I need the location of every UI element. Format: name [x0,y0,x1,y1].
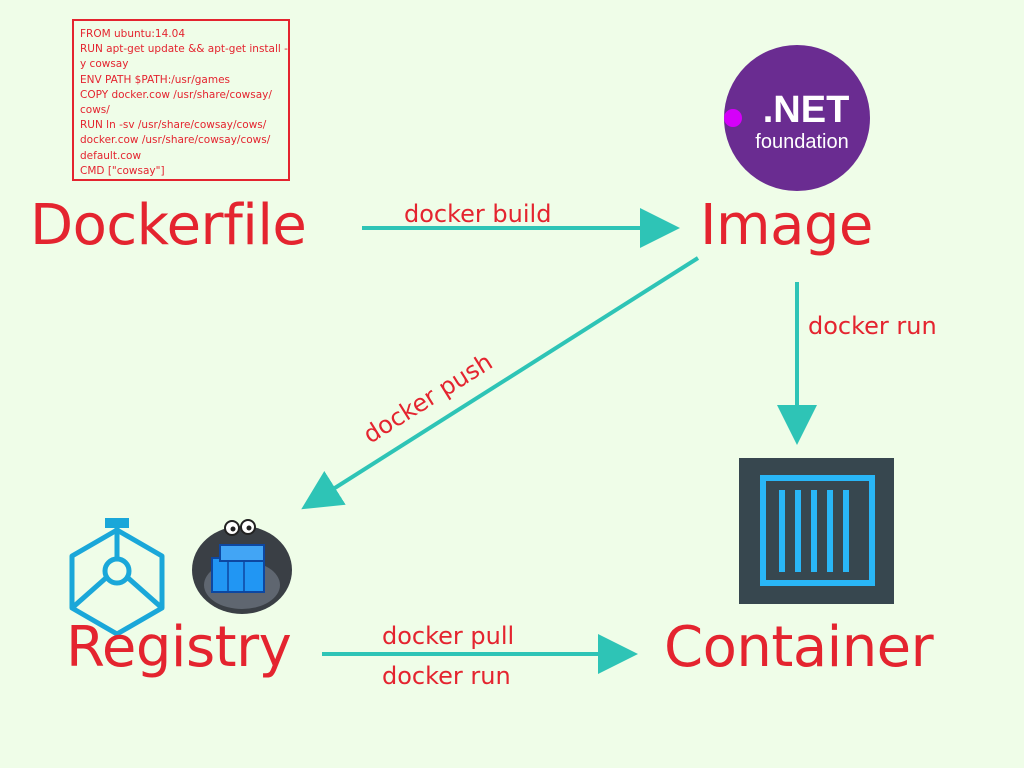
node-container: Container [664,615,934,680]
code-line: docker.cow /usr/share/cowsay/cows/ [80,134,271,147]
edge-label-run-registry: docker run [382,662,511,690]
dockerfile-code-box: FROM ubuntu:14.04 RUN apt-get update && … [72,19,290,181]
code-line: RUN apt-get update && apt-get install - [80,43,288,56]
code-line: RUN ln -sv /usr/share/cowsay/cows/ [80,119,267,132]
code-line: cows/ [80,104,110,117]
code-line: default.cow [80,149,142,162]
net-foundation-logo: .NET foundation [724,45,870,191]
code-line: y cowsay [80,58,129,71]
registry-whale-icon [192,519,292,614]
edge-label-build: docker build [404,200,552,228]
edge-label-pull: docker pull [382,622,515,650]
code-line: FROM ubuntu:14.04 [80,28,185,40]
node-image: Image [700,193,873,258]
edge-label-run-image: docker run [808,312,937,340]
code-line: CMD ["cowsay"] [80,164,165,177]
node-dockerfile: Dockerfile [30,193,307,258]
net-logo-main-text: .NET [763,89,850,131]
code-line: COPY docker.cow /usr/share/cowsay/ [80,88,272,101]
code-line: ENV PATH $PATH:/usr/games [80,73,231,86]
arrow-push [301,256,700,510]
container-icon [739,458,894,604]
node-registry: Registry [66,615,292,680]
helm-registry-icon [69,518,165,637]
net-logo-sub-text: foundation [755,131,848,153]
